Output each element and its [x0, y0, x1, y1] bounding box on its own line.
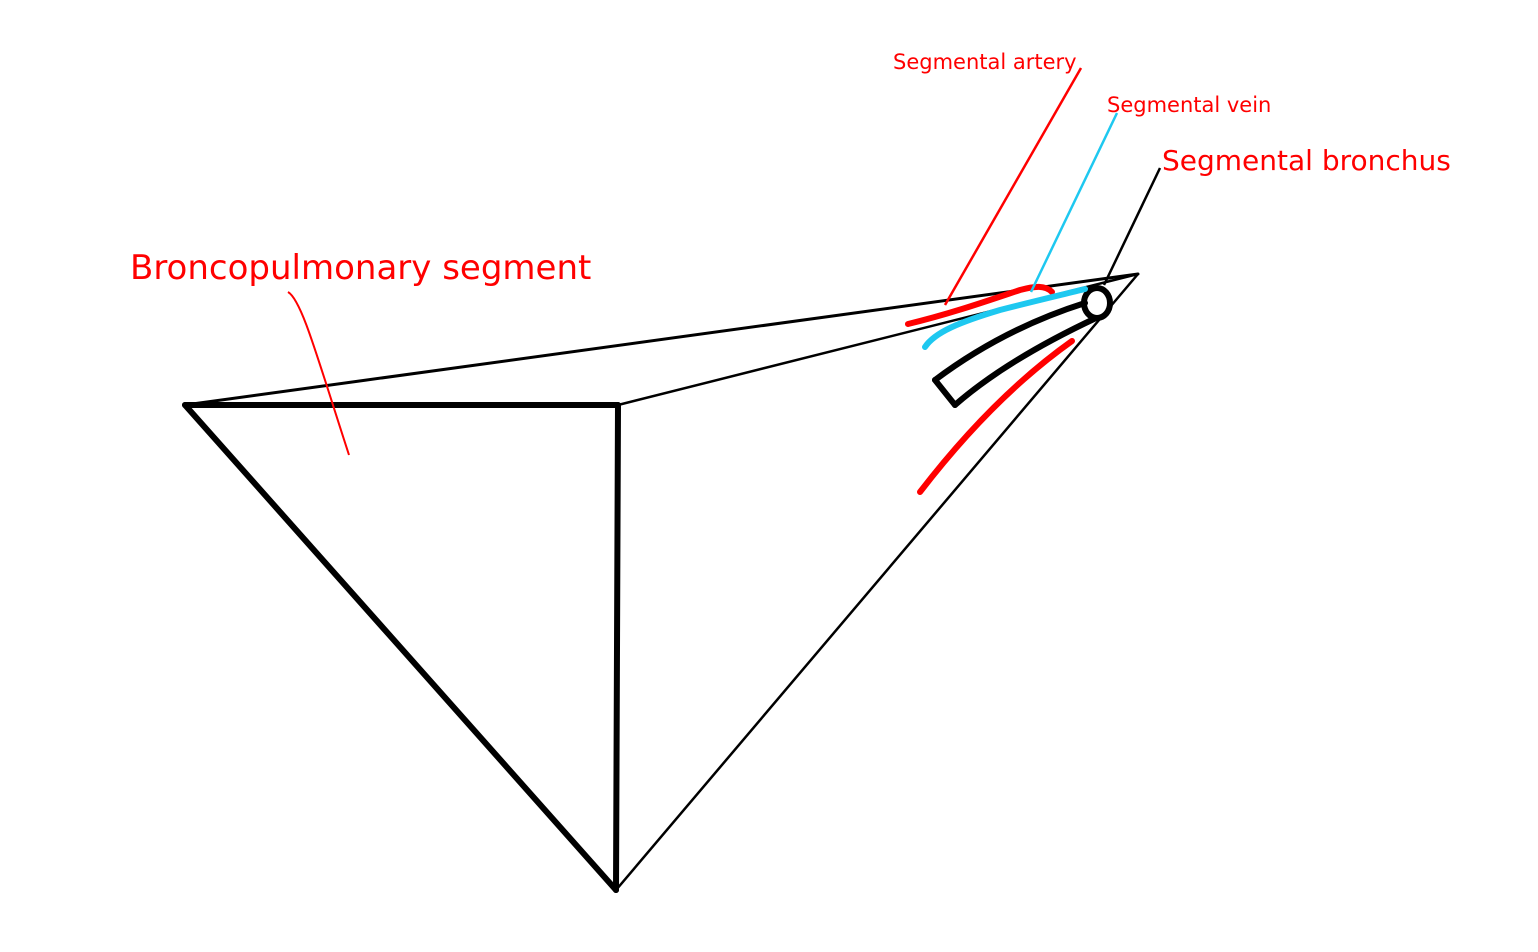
bronchus-opening	[1081, 285, 1113, 321]
bronchus-end-cap	[932, 377, 958, 408]
pointer-vein	[1029, 112, 1119, 293]
pyramid-top-edge	[183, 272, 1140, 407]
pyramid-base-right-edge	[613, 402, 621, 893]
pointer-artery	[943, 67, 1083, 306]
bronchus	[932, 285, 1113, 408]
label-artery: Segmental artery	[893, 50, 1077, 74]
pointer-segment	[287, 291, 350, 456]
pyramid-outline	[182, 272, 1140, 893]
segmental-artery-lower	[917, 338, 1075, 495]
segmental-vein	[922, 286, 1088, 350]
label-segment: Broncopulmonary segment	[130, 248, 591, 288]
bronchus-upper-wall	[932, 300, 1088, 383]
bronchus-lower-wall	[952, 315, 1099, 408]
label-bronchus: Segmental bronchus	[1162, 144, 1451, 177]
segmental-artery-upper	[905, 283, 1055, 327]
pyramid-base-left-edge	[182, 402, 619, 893]
pyramid-right-edge	[614, 272, 1140, 892]
label-vein: Segmental vein	[1107, 93, 1271, 117]
pointer-bronchus	[1102, 167, 1162, 286]
